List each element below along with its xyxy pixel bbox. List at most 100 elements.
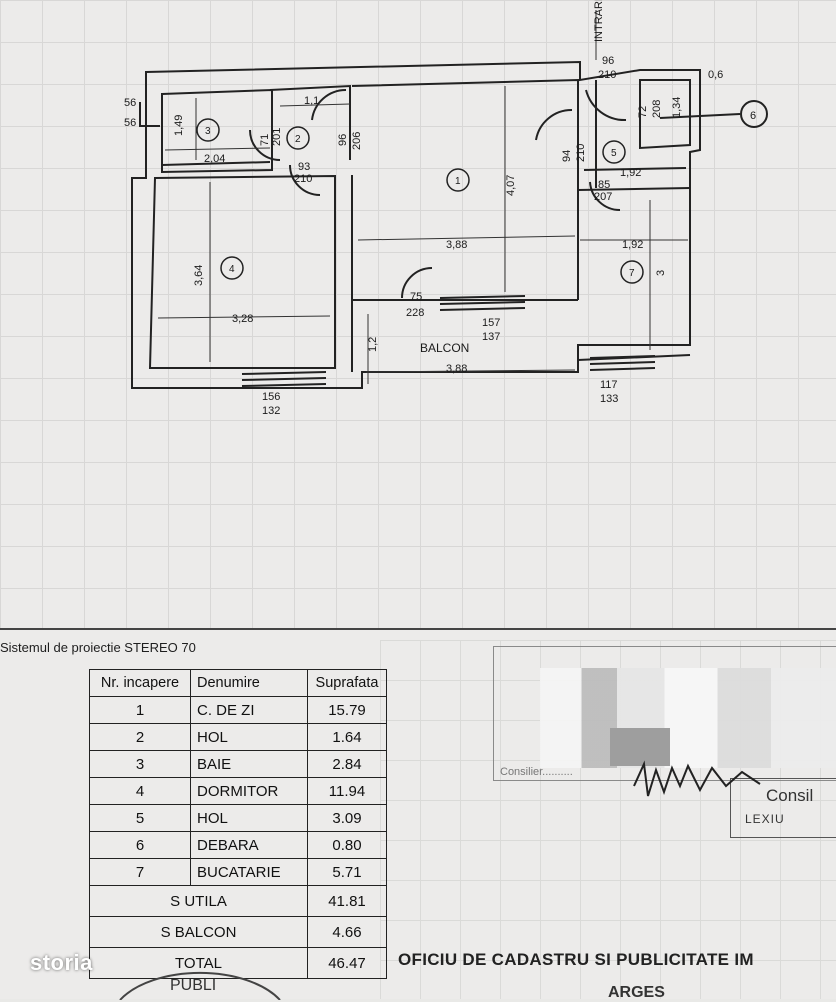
dim-label: 228 <box>406 307 424 319</box>
signature <box>633 760 761 797</box>
dim-label: 3 <box>655 270 667 276</box>
cell-area: 11.94 <box>307 777 387 805</box>
projection-system: Sistemul de proiectie STEREO 70 <box>0 640 196 655</box>
intrare-label: INTRARE <box>593 0 605 42</box>
callout-6: 6 <box>750 110 756 122</box>
dim-label: 3,28 <box>232 313 253 325</box>
dim-label: 133 <box>600 393 618 405</box>
seal-text: PUBLI <box>170 977 216 994</box>
stamp-name: LEXIU <box>745 812 785 826</box>
room-number: 7 <box>629 268 635 279</box>
table-row: 4 DORMITOR 11.94 <box>89 777 387 805</box>
room-number: 5 <box>611 148 617 159</box>
dim-label: 156 <box>262 391 280 403</box>
dim-label: 1,2 <box>367 337 379 352</box>
table-row: 3 BAIE 2.84 <box>89 750 387 778</box>
dim-label: 201 <box>271 128 283 146</box>
total-value: 46.47 <box>307 947 387 979</box>
total-value: 41.81 <box>307 885 387 917</box>
cell-nr: 5 <box>89 804 191 832</box>
dim-label: 206 <box>351 132 363 150</box>
official-stamp <box>493 646 836 781</box>
dim-label: 1,34 <box>671 97 683 118</box>
dim-label: 94 <box>561 150 573 162</box>
dim-label: 1,92 <box>622 239 643 251</box>
dim-label: 2,04 <box>204 153 225 165</box>
floor-plan: INTRARE 6 56 56 1,1 0,6 96 210 1,49 2,04… <box>124 0 768 417</box>
dim-label: 3,88 <box>446 239 467 251</box>
cell-area: 5.71 <box>307 858 387 886</box>
dim-label: 96 <box>602 55 614 67</box>
dim-label: 208 <box>651 100 663 118</box>
cell-nr: 2 <box>89 723 191 751</box>
total-label: S BALCON <box>89 916 308 948</box>
total-row: S UTILA 41.81 <box>89 885 387 917</box>
room-number: 4 <box>229 264 235 275</box>
table-row: 5 HOL 3.09 <box>89 804 387 832</box>
cell-name: HOL <box>190 723 308 751</box>
dim-label: 137 <box>482 331 500 343</box>
dim-label: 210 <box>598 69 616 81</box>
header-nr: Nr. incapere <box>89 669 191 697</box>
cell-name: DEBARA <box>190 831 308 859</box>
cell-area: 2.84 <box>307 750 387 778</box>
table-row: 1 C. DE ZI 15.79 <box>89 696 387 724</box>
page-separator <box>0 628 836 630</box>
cell-name: DORMITOR <box>190 777 308 805</box>
dim-label: 0,6 <box>708 69 723 81</box>
header-denumire: Denumire <box>190 669 308 697</box>
total-row: S BALCON 4.66 <box>89 916 387 948</box>
room-number: 3 <box>205 126 211 137</box>
table-row: 6 DEBARA 0.80 <box>89 831 387 859</box>
room-number: 1 <box>455 176 461 187</box>
total-value: 4.66 <box>307 916 387 948</box>
dim-label: 210 <box>294 173 312 185</box>
dim-label: 210 <box>575 144 587 162</box>
dim-label: 71 <box>259 134 271 146</box>
cell-area: 3.09 <box>307 804 387 832</box>
dim-label: 96 <box>337 134 349 146</box>
cell-name: BAIE <box>190 750 308 778</box>
stamp-consil: Consil <box>766 786 814 805</box>
dim-label: 3,88 <box>446 363 467 375</box>
dim-label: 117 <box>600 379 618 391</box>
dim-label: 1,49 <box>173 115 185 136</box>
dim-label: 75 <box>410 291 422 303</box>
cell-name: BUCATARIE <box>190 858 308 886</box>
total-label: S UTILA <box>89 885 308 917</box>
dim-label: 1,1 <box>304 95 319 107</box>
seal-stamp: PUBLI <box>119 971 281 1000</box>
header-suprafata: Suprafata <box>307 669 387 697</box>
redacted-area <box>540 668 836 768</box>
balcony-label: BALCON <box>420 341 469 355</box>
cell-name: C. DE ZI <box>190 696 308 724</box>
cell-nr: 1 <box>89 696 191 724</box>
cell-name: HOL <box>190 804 308 832</box>
dim-label: 132 <box>262 405 280 417</box>
dim-label: 207 <box>594 191 612 203</box>
county-name: ARGES <box>608 984 665 1001</box>
dim-label: 72 <box>637 106 649 118</box>
dim-label: 93 <box>298 161 310 173</box>
dim-label: 4,07 <box>505 175 517 196</box>
cell-area: 15.79 <box>307 696 387 724</box>
dim-label: 56 <box>124 117 136 129</box>
storia-watermark: storia <box>30 950 93 975</box>
cell-nr: 3 <box>89 750 191 778</box>
cell-area: 1.64 <box>307 723 387 751</box>
dim-label: 157 <box>482 317 500 329</box>
dim-label: 56 <box>124 97 136 109</box>
stamp-consilier-line: Consilier.......... <box>500 766 573 778</box>
table-header-row: Nr. incapere Denumire Suprafata <box>89 669 387 697</box>
dim-label: 85 <box>598 179 610 191</box>
room-area-table: Nr. incapere Denumire Suprafata 1 C. DE … <box>89 669 387 979</box>
consilier-stamp <box>730 778 836 838</box>
room-number: 2 <box>295 134 301 145</box>
redacted-area <box>610 728 670 766</box>
dim-label: 1,92 <box>620 167 641 179</box>
cell-nr: 4 <box>89 777 191 805</box>
cell-nr: 7 <box>89 858 191 886</box>
table-row: 7 BUCATARIE 5.71 <box>89 858 387 886</box>
cadastre-office-title: OFICIU DE CADASTRU SI PUBLICITATE IM <box>398 950 754 969</box>
cell-nr: 6 <box>89 831 191 859</box>
